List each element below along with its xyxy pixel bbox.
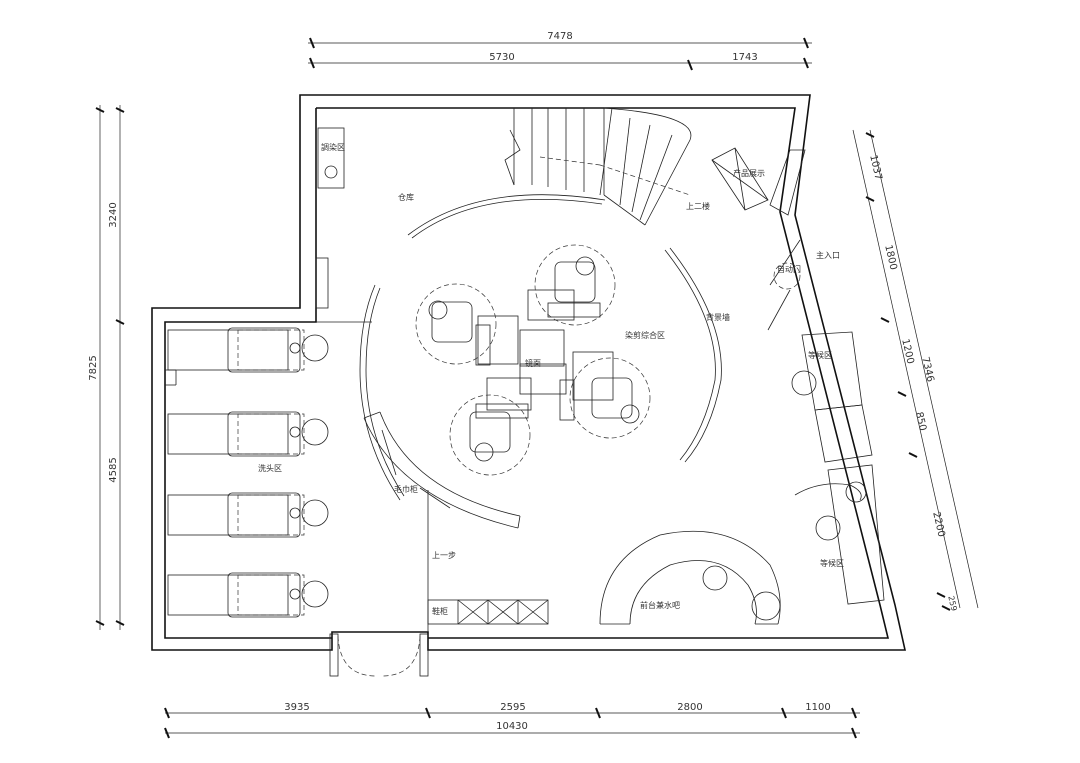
towel-cabinet: 毛巾柜 上一步	[316, 321, 521, 632]
stairs: 上二楼 仓库	[398, 107, 710, 226]
wash-area: 洗头区	[167, 327, 329, 618]
label-towel-cabinet: 毛巾柜	[394, 484, 418, 494]
dim-bottom-seg4: 1100	[805, 702, 830, 713]
label-reception: 前台兼水吧	[640, 600, 680, 610]
shampoo-bed-1	[167, 327, 329, 373]
bottom-dimensions: 3935 2595 2800 1100 10430	[164, 702, 860, 739]
label-waiting-area-1: 等候区	[808, 350, 832, 360]
dye-station: 調染区	[315, 127, 345, 309]
shampoo-bed-4	[167, 572, 329, 618]
label-auto-door: 自动门	[777, 264, 801, 274]
dim-right-seg3: 1200	[899, 338, 915, 365]
label-wash-area: 洗头区	[258, 463, 282, 473]
dim-right-seg5: 2200	[930, 511, 946, 538]
label-waiting-area-2: 等候区	[820, 558, 844, 568]
shampoo-bed-3	[167, 492, 329, 538]
waiting-area-right: 等候区 等候区	[791, 331, 885, 605]
label-upstairs: 上二楼	[686, 201, 710, 211]
dim-right-seg1: 1037	[867, 154, 883, 181]
styling-chair-right	[559, 357, 651, 439]
dim-right-seg4: 850	[913, 411, 928, 432]
dim-right-seg6: 259	[946, 595, 958, 612]
shoe-cabinet: 鞋柜	[427, 599, 549, 625]
styling-chair-top	[534, 244, 616, 326]
label-step-up: 上一步	[432, 551, 456, 560]
label-dye-area: 調染区	[321, 142, 345, 152]
styling-chair-bottom	[449, 394, 531, 476]
dim-left-lower: 4585	[108, 457, 119, 482]
dim-right-total: 7346	[919, 356, 935, 383]
dim-top-left: 5730	[489, 52, 514, 63]
central-circle: 背景墙 染剪综合区	[359, 194, 730, 501]
entrance: 自动门 主入口	[767, 239, 840, 331]
styling-chair-left	[415, 283, 497, 366]
front-door	[329, 633, 429, 677]
dim-bottom-seg2: 2595	[500, 702, 525, 713]
label-hair-cut-area: 染剪综合区	[625, 330, 665, 340]
left-dimensions: 7825 3240 4585	[88, 105, 125, 630]
dim-left-total: 7825	[88, 355, 99, 380]
label-mirror: 镜面	[525, 358, 541, 368]
right-dimensions: 1037 1800 1200 850 2200 259 7346	[852, 129, 979, 612]
dim-top-right: 1743	[732, 52, 757, 63]
dim-bottom-total: 10430	[496, 721, 528, 732]
dim-left-upper: 3240	[108, 202, 119, 227]
dim-bottom-seg1: 3935	[284, 702, 309, 713]
shampoo-bed-2	[167, 411, 329, 457]
dim-right-seg2: 1800	[882, 244, 898, 271]
dim-top-total: 7478	[547, 31, 572, 42]
product-display: 产品展示	[711, 147, 806, 216]
label-storage: 仓库	[398, 192, 414, 202]
walls	[151, 94, 906, 651]
label-feature-wall: 背景墙	[706, 312, 730, 322]
reception: 前台兼水吧	[599, 530, 781, 625]
label-product-display: 产品展示	[733, 168, 765, 178]
label-shoe-cabinet: 鞋柜	[432, 606, 448, 616]
dim-bottom-seg3: 2800	[677, 702, 702, 713]
top-dimensions: 7478 5730 1743	[308, 31, 812, 71]
label-main-entrance: 主入口	[816, 250, 840, 260]
mirror-island: 镜面	[477, 289, 614, 411]
